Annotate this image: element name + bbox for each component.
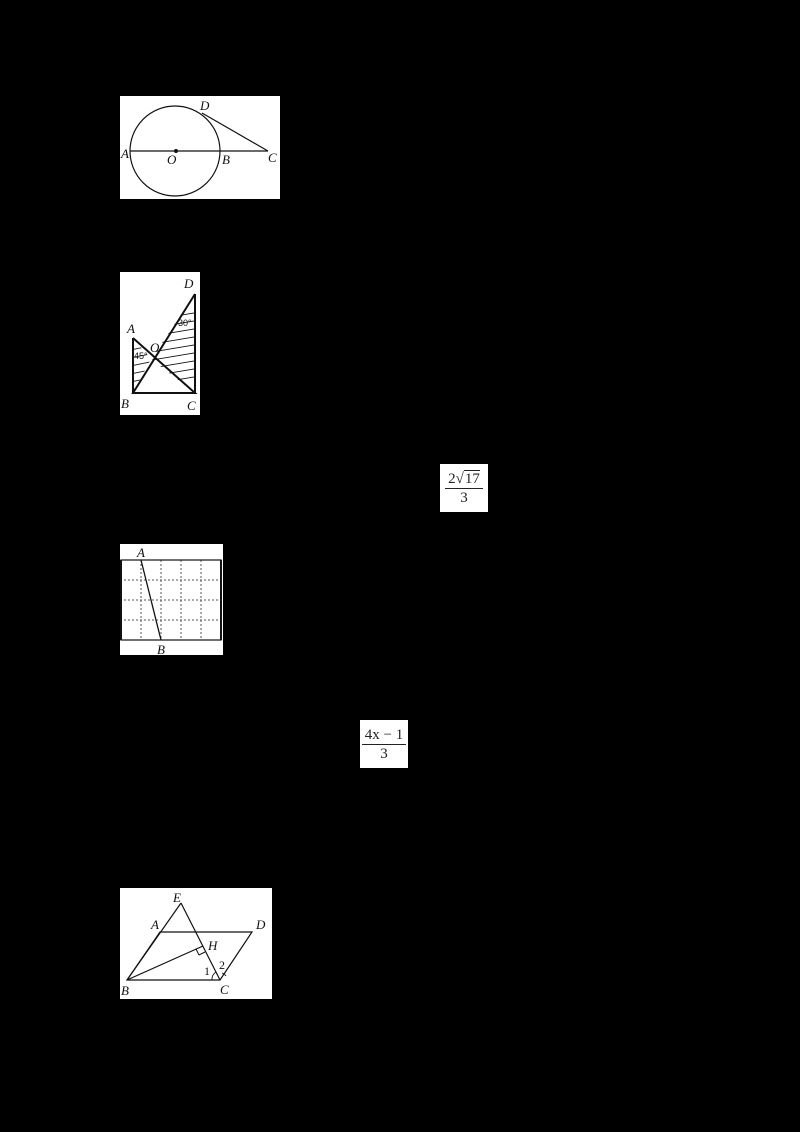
fraction-numerator: 4x − 1 bbox=[361, 726, 407, 745]
circle-tangent-figure: A O B C D bbox=[120, 96, 280, 199]
radicand: 17 bbox=[463, 469, 480, 487]
angle-30-label: 30° bbox=[178, 318, 192, 328]
label-e: E bbox=[172, 890, 181, 905]
label-b: B bbox=[222, 152, 230, 167]
label-o: O bbox=[150, 340, 160, 355]
parallelogram-diagram: E A D H B C 1 2 bbox=[121, 890, 266, 998]
label-c: C bbox=[187, 398, 196, 413]
center-point bbox=[174, 149, 178, 153]
label-h: H bbox=[207, 938, 218, 953]
fraction-sqrt: 2√17 3 bbox=[440, 464, 488, 512]
fraction-numerator: 2√17 bbox=[445, 469, 483, 489]
label-a: A bbox=[126, 321, 135, 336]
crossed-triangles-diagram: A B C D O 45° 30° bbox=[121, 276, 198, 413]
label-d: D bbox=[255, 917, 266, 932]
fraction-denominator: 3 bbox=[380, 745, 388, 762]
label-d: D bbox=[199, 98, 210, 113]
label-b: B bbox=[121, 983, 129, 998]
angle-45-label: 45° bbox=[134, 351, 148, 361]
fraction-denominator: 3 bbox=[460, 489, 468, 506]
label-b: B bbox=[157, 642, 165, 655]
circle-tangent-diagram: A O B C D bbox=[120, 98, 277, 197]
label-b: B bbox=[121, 396, 129, 411]
angle-2-label: 2 bbox=[219, 958, 225, 972]
label-o: O bbox=[167, 152, 177, 167]
fraction-linear: 4x − 1 3 bbox=[360, 720, 408, 768]
crossed-triangles-figure: A B C D O 45° 30° bbox=[120, 272, 200, 415]
label-c: C bbox=[268, 150, 277, 165]
label-a: A bbox=[150, 917, 159, 932]
grid-segment-diagram: A B bbox=[120, 545, 223, 655]
label-a: A bbox=[136, 545, 145, 560]
angle-1-label: 1 bbox=[204, 964, 210, 978]
label-c: C bbox=[220, 982, 229, 997]
label-a: A bbox=[120, 146, 129, 161]
radical-sign: √ bbox=[455, 470, 464, 487]
numerator-coef: 2 bbox=[448, 470, 456, 487]
grid-segment-figure: A B bbox=[120, 544, 223, 655]
parallelogram-figure: E A D H B C 1 2 bbox=[120, 888, 272, 999]
label-d: D bbox=[183, 276, 194, 291]
